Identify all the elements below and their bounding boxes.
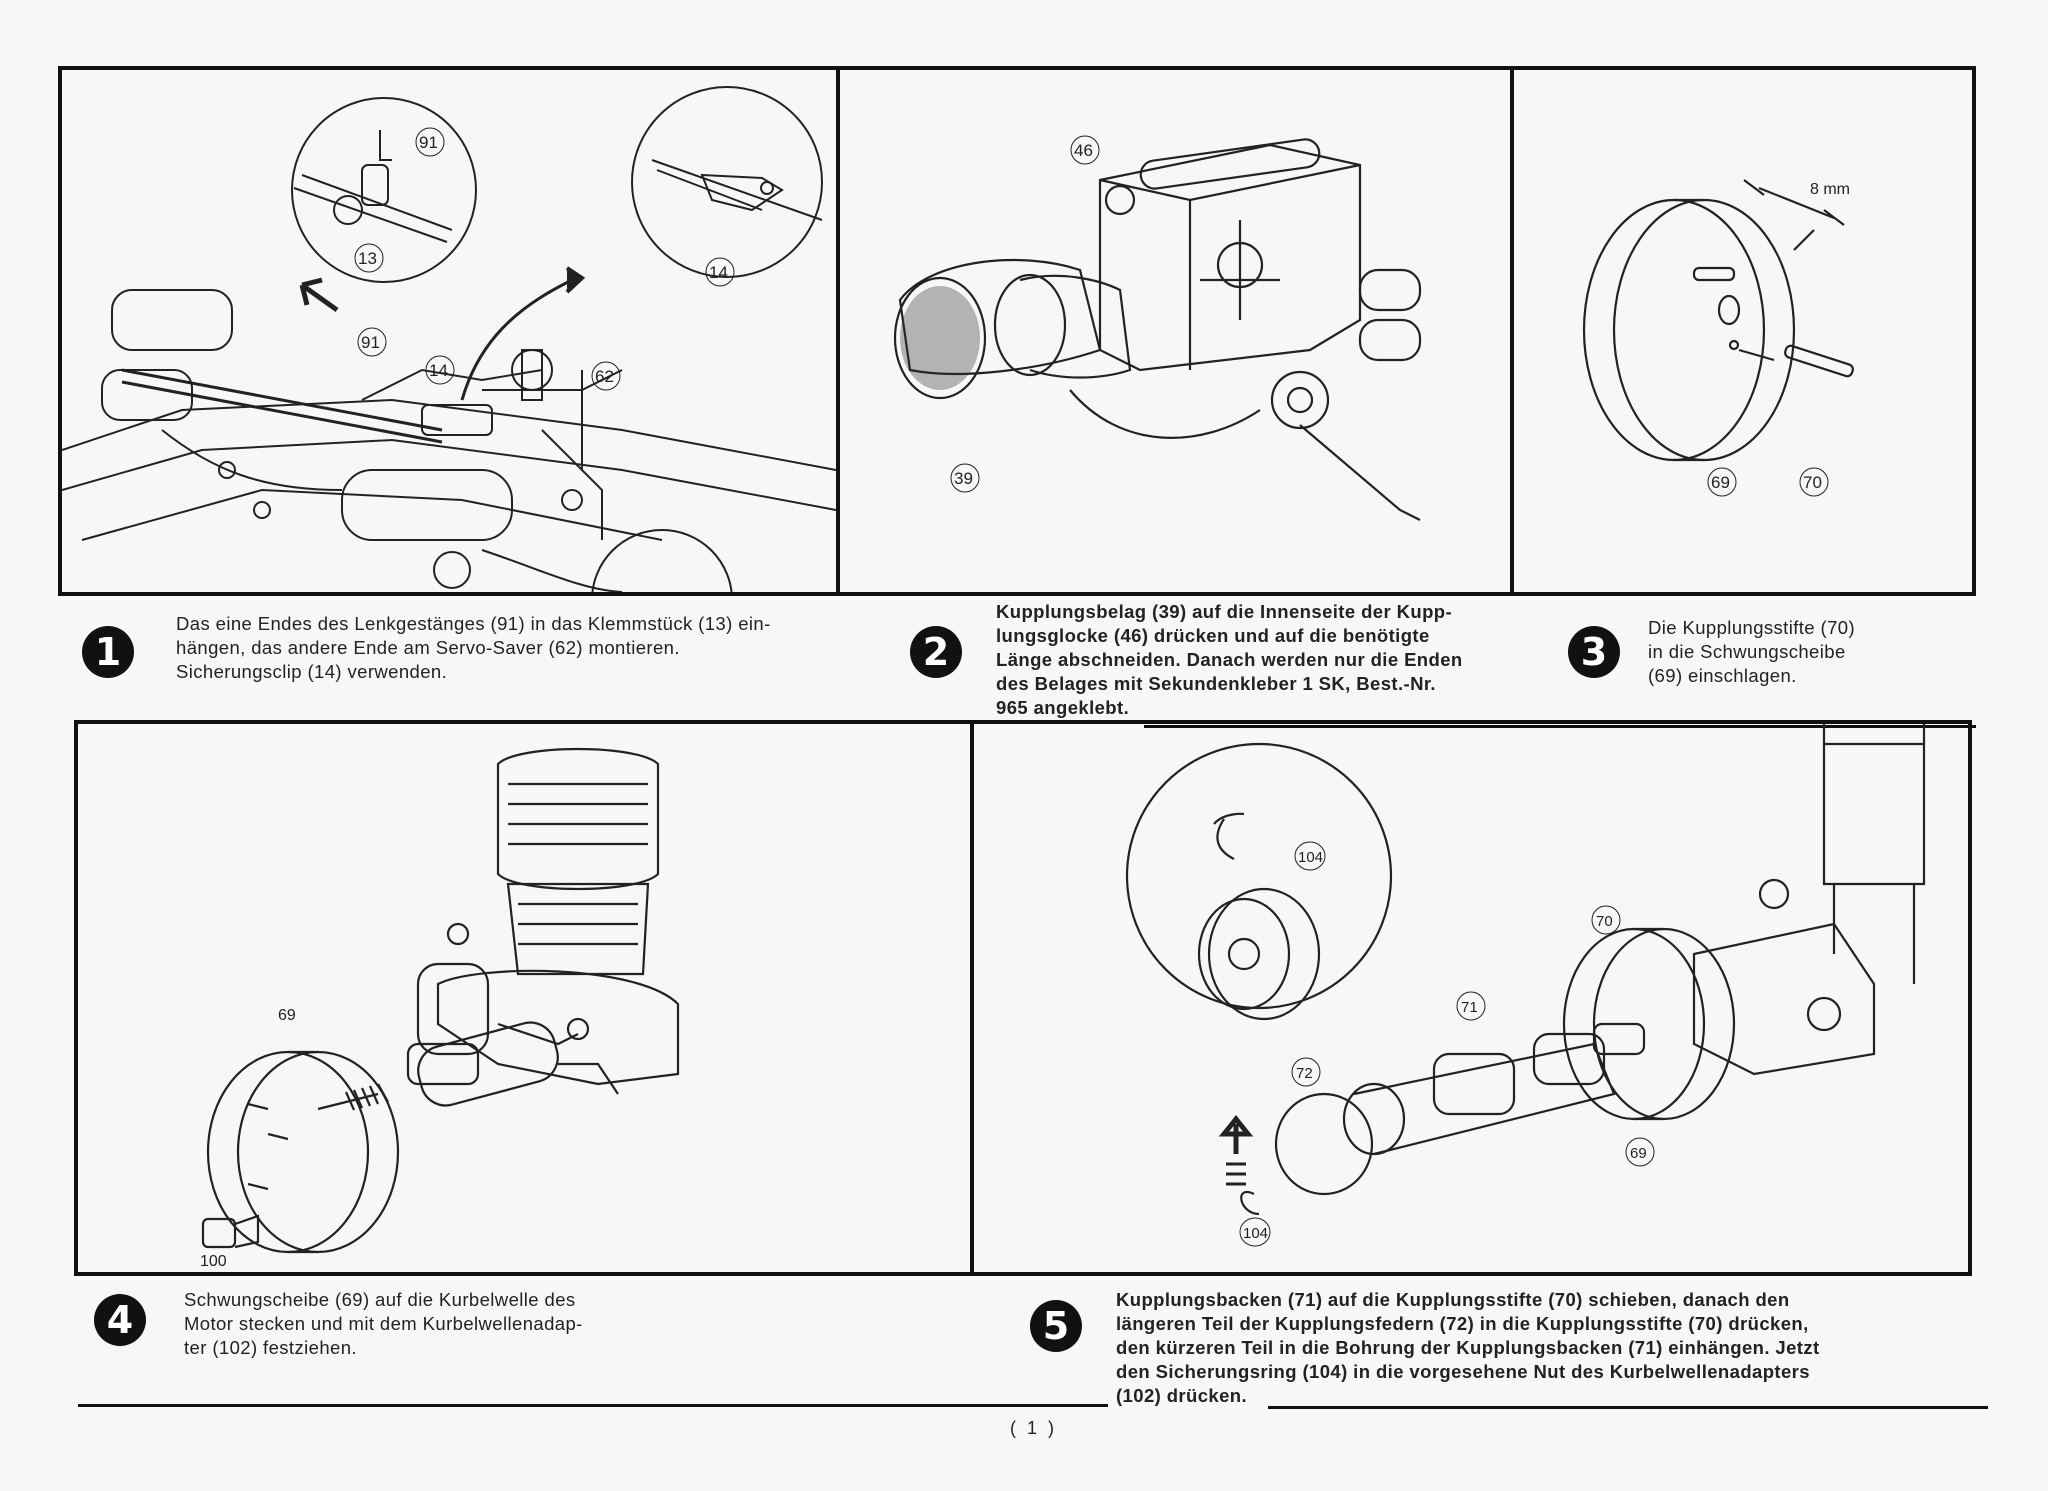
bottom-divider <box>970 720 974 1276</box>
bottom-illustration-frame <box>74 720 1972 1276</box>
step-1-caption: Das eine Endes des Lenkgestänges (91) in… <box>176 613 771 682</box>
step-5-illustration: 104 70 71 72 69 104 <box>1125 724 1926 1247</box>
step-4-caption: Schwungscheibe (69) auf die Kurbelwelle … <box>184 1289 583 1358</box>
bottom-rule-left <box>78 1404 1108 1407</box>
label-69: 69 <box>1711 473 1730 492</box>
label-39: 39 <box>954 469 973 488</box>
label-46: 46 <box>1074 141 1093 160</box>
step-2-illustration: 46 39 <box>893 135 1422 521</box>
label-104b: 104 <box>1243 1225 1268 1242</box>
label-100: 100 <box>200 1253 227 1270</box>
step-5-caption: Kupplungsbacken (71) auf die Kupplungsst… <box>1116 1289 1820 1406</box>
top-illustration-frame <box>58 66 1976 596</box>
label-69-step4: 69 <box>278 1007 296 1024</box>
top-divider-1 <box>836 66 840 596</box>
step-2-caption: Kupplungsbelag (39) auf die Innenseite d… <box>996 601 1463 718</box>
step-1-number: 1 <box>82 626 134 678</box>
step-1-illustration: 91 13 14 91 14 62 <box>62 86 836 592</box>
top-divider-2 <box>1510 66 1514 596</box>
top-rule <box>1144 725 1976 728</box>
label-91a: 91 <box>419 133 438 152</box>
step-4-illustration: 69 100 <box>200 747 680 1270</box>
bottom-rule-right <box>1268 1406 1988 1409</box>
label-69-step5: 69 <box>1630 1145 1647 1162</box>
label-91b: 91 <box>361 333 380 352</box>
step-2-number: 2 <box>910 626 962 678</box>
label-104a: 104 <box>1298 849 1323 866</box>
label-62: 62 <box>595 367 614 386</box>
step-5-number: 5 <box>1030 1300 1082 1352</box>
label-71: 71 <box>1461 999 1478 1016</box>
step-3-caption: Die Kupplungsstifte (70) in die Schwungs… <box>1648 617 1856 686</box>
page-number: ( 1 ) <box>1010 1418 1058 1438</box>
label-14b: 14 <box>429 361 448 380</box>
label-14a: 14 <box>709 263 728 282</box>
label-13: 13 <box>358 249 377 268</box>
step-3-number: 3 <box>1568 626 1620 678</box>
label-72: 72 <box>1296 1065 1313 1082</box>
label-70: 70 <box>1803 473 1822 492</box>
label-70-step5: 70 <box>1596 913 1613 930</box>
step-3-illustration: 8 mm 69 70 <box>1582 179 1854 497</box>
step-4-number: 4 <box>94 1294 146 1346</box>
dimension-8mm: 8 mm <box>1810 181 1850 198</box>
